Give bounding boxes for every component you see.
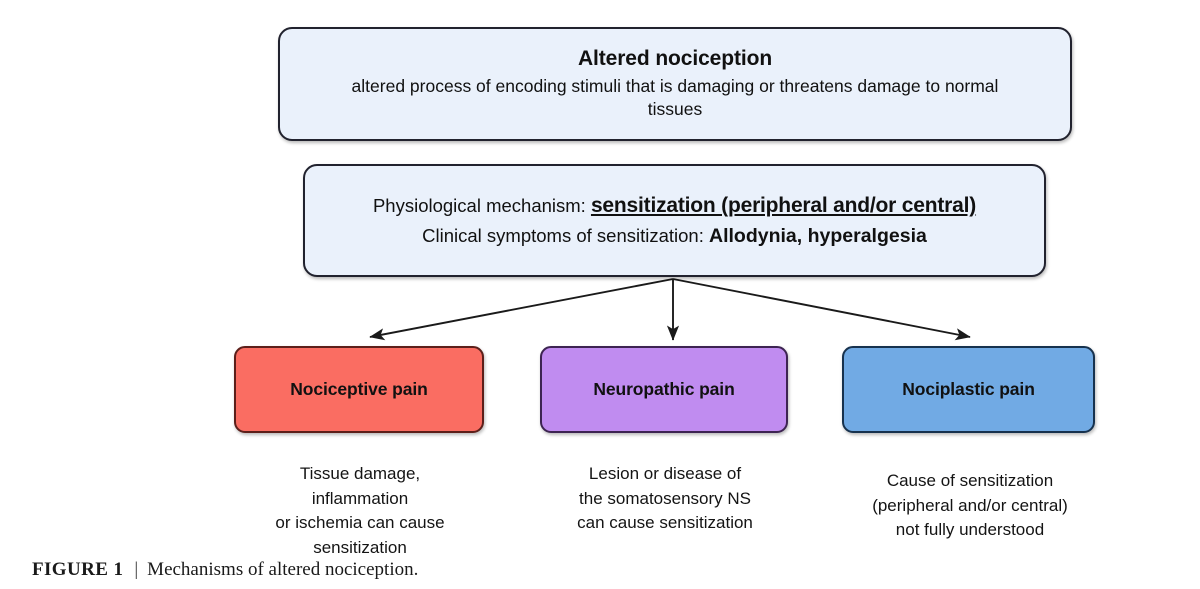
mechanism-line-1-prefix: Physiological mechanism: [372, 195, 591, 217]
arrow-to-nociplastic [672, 278, 971, 341]
mechanism-line-2-prefix: Clinical symptoms of sensitization: [422, 224, 710, 246]
description-nociplastic-pain: Cause of sensitization (peripheral and/o… [872, 471, 1068, 540]
altered-nociception-title: Altered nociception [577, 47, 773, 71]
arrow-to-nociceptive [369, 278, 674, 341]
node-nociceptive-pain: Nociceptive pain [234, 346, 484, 433]
description-nociceptive-pain: Tissue damage, inflammation or ischemia … [275, 464, 445, 557]
altered-nociception-subtitle: altered process of encoding stimuli that… [351, 76, 999, 120]
node-altered-nociception: Altered nociception altered process of e… [278, 27, 1072, 141]
figure-caption-separator: | [134, 559, 139, 580]
figure-caption-label: FIGURE 1 [32, 559, 124, 580]
neuropathic-pain-label: Neuropathic pain [593, 379, 735, 399]
node-nociplastic-pain: Nociplastic pain [842, 346, 1095, 433]
nociplastic-pain-label: Nociplastic pain [902, 379, 1035, 399]
mechanism-line-1-emphasis: sensitization (peripheral and/or central… [590, 194, 977, 218]
node-neuropathic-pain: Neuropathic pain [540, 346, 788, 433]
mechanism-line-1: Physiological mechanism: sensitization (… [373, 190, 976, 222]
mechanism-line-2-emphasis: Allodynia, hyperalgesia [709, 224, 927, 247]
description-neuropathic-pain: Lesion or disease of the somatosensory N… [577, 464, 753, 533]
mechanism-line-2: Clinical symptoms of sensitization: Allo… [422, 222, 927, 251]
figure-caption: FIGURE 1 | Mechanisms of altered nocicepti… [32, 559, 418, 581]
node-physiological-mechanism: Physiological mechanism: sensitization (… [303, 164, 1046, 277]
figure-caption-text: Mechanisms of altered nociception. [147, 559, 419, 580]
nociceptive-pain-label: Nociceptive pain [290, 379, 428, 399]
